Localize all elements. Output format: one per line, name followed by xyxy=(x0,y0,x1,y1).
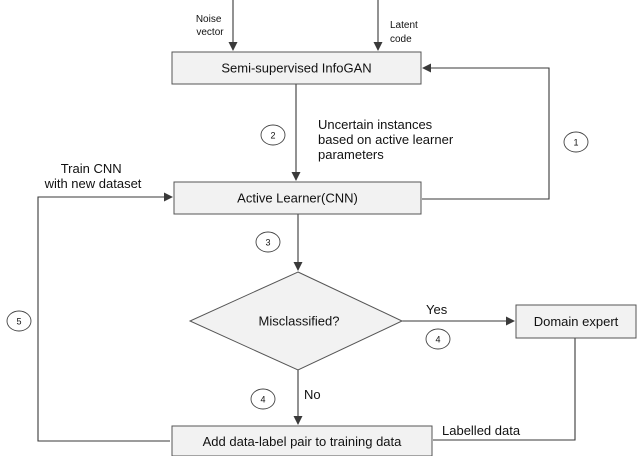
uncertain-line-2: based on active learner xyxy=(318,132,454,147)
noise-line-1: Noise xyxy=(196,14,222,25)
add-pair-label: Add data-label pair to training data xyxy=(203,434,403,449)
no-label: No xyxy=(304,387,321,402)
train-line-2: with new dataset xyxy=(44,176,142,191)
step-4-yes-marker: 4 xyxy=(425,328,451,350)
labelled-data-label: Labelled data xyxy=(442,423,521,438)
decision-label: Misclassified? xyxy=(259,314,340,329)
labelled-data-arrow xyxy=(433,338,576,441)
train-cnn-label: Train CNN with new dataset xyxy=(44,161,142,191)
domain-expert-label: Domain expert xyxy=(534,314,619,329)
step-2-number: 2 xyxy=(270,131,275,141)
active-learner-label: Active Learner(CNN) xyxy=(237,191,358,206)
step-1-number: 1 xyxy=(573,138,578,148)
feedback-loop-arrow xyxy=(422,63,550,200)
domain-expert-box: Domain expert xyxy=(515,304,637,339)
noise-line-2: vector xyxy=(196,27,224,38)
uncertain-instances-label: Uncertain instances based on active lear… xyxy=(318,117,457,162)
step-3-marker: 3 xyxy=(255,231,281,253)
noise-label: Noise vector xyxy=(196,14,224,38)
misclassified-decision: Misclassified? xyxy=(188,271,404,371)
latent-line-1: Latent xyxy=(390,20,418,31)
uncertain-line-1: Uncertain instances xyxy=(318,117,433,132)
infogan-label: Semi-supervised InfoGAN xyxy=(221,61,371,76)
train-line-1: Train CNN xyxy=(61,161,122,176)
add-pair-box: Add data-label pair to training data xyxy=(171,425,433,456)
latent-line-2: code xyxy=(390,34,412,45)
infogan-box: Semi-supervised InfoGAN xyxy=(171,51,422,85)
uncertain-line-3: parameters xyxy=(318,147,384,162)
step-3-number: 3 xyxy=(265,238,270,248)
retrain-loop-arrow xyxy=(37,192,173,442)
step-5-marker: 5 xyxy=(6,310,32,332)
active-learner-box: Active Learner(CNN) xyxy=(173,181,422,215)
step-2-marker: 2 xyxy=(260,124,286,146)
step-4-no-number: 4 xyxy=(260,395,265,405)
step-1-marker: 1 xyxy=(563,131,589,153)
step-4-no-marker: 4 xyxy=(250,388,276,410)
latent-label: Latent code xyxy=(390,20,421,45)
yes-label: Yes xyxy=(426,302,448,317)
step-5-number: 5 xyxy=(16,317,21,327)
step-4-yes-number: 4 xyxy=(435,335,440,345)
